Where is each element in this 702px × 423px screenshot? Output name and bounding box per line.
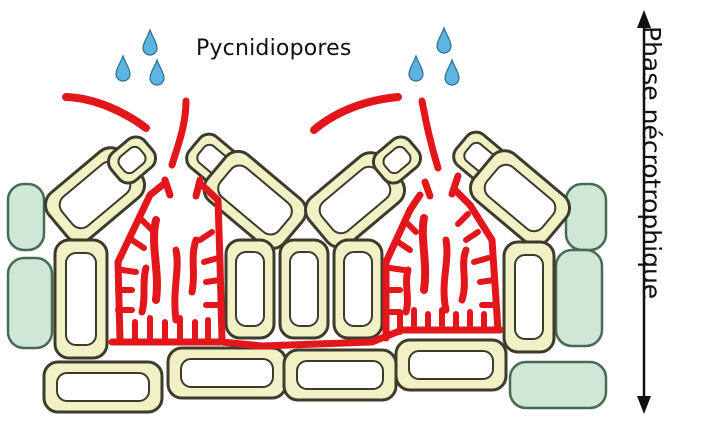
cell [280,240,328,338]
cell [168,348,286,398]
droplet-icon [409,56,423,81]
droplets-right [409,28,459,85]
green-cell [8,258,52,348]
cell [226,240,274,338]
droplet-icon [116,56,130,81]
droplets-left [116,30,164,85]
droplet-icon [437,28,451,53]
droplet-icon [143,30,157,55]
droplet-icon [445,60,459,85]
green-cell [510,362,606,408]
phase-label: Phase nécrotrophique [635,26,667,406]
cell [396,340,506,390]
cell [334,240,382,338]
cell [284,350,396,400]
droplet-icon [150,60,164,85]
green-cell [556,250,602,346]
spores-label: Pycnidiopores [196,36,352,61]
green-cell [566,184,606,250]
cell [44,362,162,412]
cell [55,240,107,358]
green-cell [8,184,44,250]
cell [504,242,554,352]
